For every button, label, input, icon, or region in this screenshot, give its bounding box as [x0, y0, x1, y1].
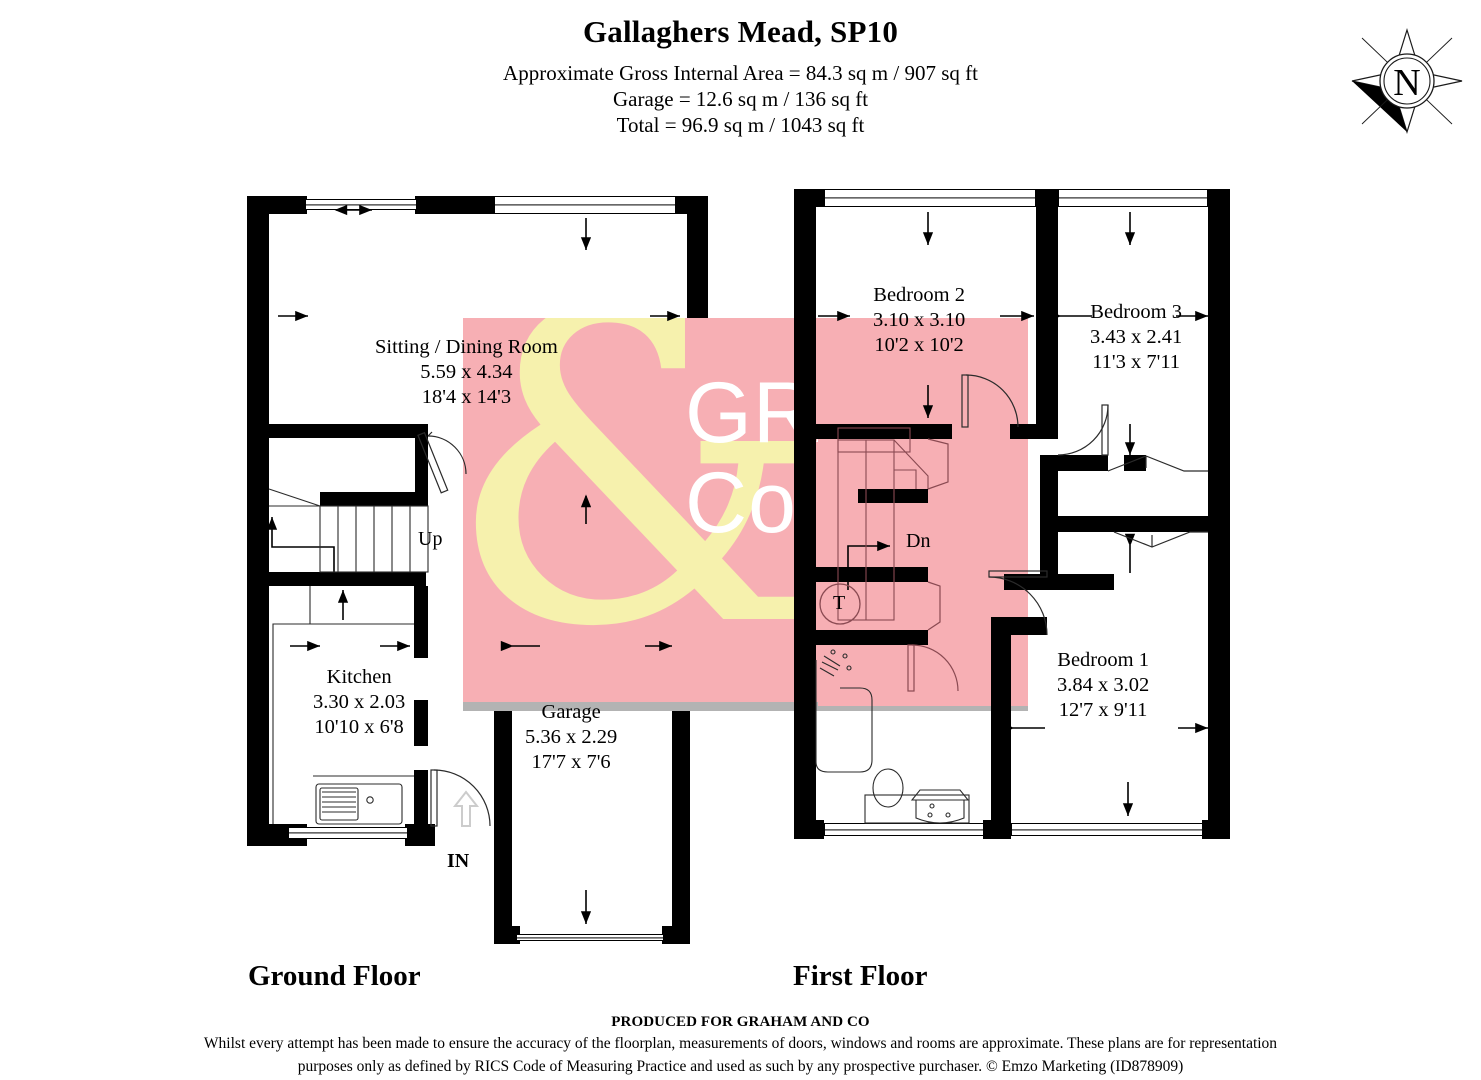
door-entrance — [430, 769, 491, 827]
watermark-line-2: Co — [685, 455, 797, 551]
area-summary: Approximate Gross Internal Area = 84.3 s… — [0, 60, 1481, 138]
window-ff-bed3 — [1058, 189, 1208, 207]
tank-label: T — [833, 592, 846, 614]
wall-ff-top-l — [794, 189, 824, 207]
room-name: Bedroom 2 — [873, 284, 965, 306]
area-line-garage: Garage = 12.6 sq m / 136 sq ft — [612, 87, 869, 111]
room-name: Kitchen — [326, 666, 392, 688]
wall-ff-bath-right — [991, 617, 1011, 823]
room-metric: 3.43 x 2.41 — [1090, 326, 1183, 348]
first-floor-caption: First Floor — [793, 960, 928, 992]
room-metric: 3.10 x 3.10 — [873, 309, 966, 331]
wardrobe-doors-lower — [1113, 531, 1208, 548]
page-title: Gallaghers Mead, SP10 — [582, 14, 899, 49]
wall-gf-hall-top — [258, 424, 426, 438]
wall-ff-bed3-nub — [1124, 455, 1146, 471]
compass-rose-icon: N — [1348, 26, 1466, 136]
wall-gf-top-mid — [415, 196, 495, 214]
footer-produced-for: PRODUCED FOR GRAHAM AND CO — [611, 1014, 870, 1030]
entrance-arrow-icon — [452, 790, 480, 827]
wall-ff-cupboard-b — [1004, 574, 1114, 590]
wall-ff-bed3-bot — [1058, 455, 1108, 471]
room-label-bedroom-3: Bedroom 3 3.43 x 2.41 11'3 x 7'11 — [1090, 300, 1182, 375]
stairs-down-label: Dn — [906, 530, 931, 552]
window-gf-sliding-door — [305, 199, 417, 210]
wall-ff-bottom-l — [794, 820, 824, 839]
wall-gf-kitchen-r1 — [414, 586, 428, 658]
window-gf-top-right — [494, 196, 676, 214]
watermark-shadow-bottom — [463, 702, 1028, 711]
room-label-kitchen: Kitchen 3.30 x 2.03 10'10 x 6'8 — [313, 665, 405, 740]
wall-gf-kitchen-nub — [414, 700, 428, 746]
window-ff-bed1 — [1011, 823, 1203, 836]
area-line-total: Total = 96.9 sq m / 1043 sq ft — [616, 113, 865, 137]
room-metric: 3.84 x 3.02 — [1057, 674, 1150, 696]
door-bed3 — [1057, 404, 1109, 456]
wall-ff-left — [794, 189, 816, 839]
entrance-label: IN — [447, 850, 470, 872]
wall-garage-bot-r — [662, 926, 690, 944]
footer: PRODUCED FOR GRAHAM AND CO Whilst every … — [0, 1014, 1481, 1077]
window-gf-kitchen — [288, 827, 408, 839]
room-metric: 5.36 x 2.29 — [525, 726, 618, 748]
wall-ff-bed2-bot2 — [1010, 424, 1058, 439]
wardrobe-doors-upper — [1107, 455, 1208, 472]
wall-ff-bottom-mid — [983, 820, 1011, 839]
wall-gf-hall-right — [414, 424, 428, 502]
room-metric: 3.30 x 2.03 — [313, 691, 406, 713]
watermark-ampersand: & — [463, 318, 828, 706]
wall-gf-left — [247, 196, 269, 836]
wall-gf-stair-head — [320, 492, 428, 506]
wall-garage-bot-l — [494, 926, 520, 944]
wall-ff-bottom-r — [1202, 820, 1230, 839]
wall-ff-cupboard-m — [1058, 516, 1218, 532]
room-name: Bedroom 3 — [1090, 301, 1182, 323]
window-garage-door — [516, 934, 664, 941]
room-name: Bedroom 1 — [1057, 649, 1149, 671]
room-label-bedroom-2: Bedroom 2 3.10 x 3.10 10'2 x 10'2 — [873, 283, 965, 358]
wall-ff-bed2-bot — [816, 424, 952, 439]
room-name: Garage — [541, 701, 601, 723]
footer-disclaimer-line-2: purposes only as defined by RICS Code of… — [297, 1058, 1184, 1075]
room-metric: 5.59 x 4.34 — [420, 361, 513, 383]
wall-ff-stair-mid — [858, 489, 928, 503]
window-ff-bath — [824, 823, 984, 836]
room-label-sitting-dining: Sitting / Dining Room 5.59 x 4.34 18'4 x… — [375, 335, 558, 410]
wall-gf-top-left — [247, 196, 307, 214]
room-label-garage: Garage 5.36 x 2.29 17'7 x 7'6 — [525, 700, 617, 775]
wall-gf-kitchen-top — [258, 572, 426, 586]
room-imperial: 18'4 x 14'3 — [421, 386, 512, 408]
ground-floor-caption: Ground Floor — [248, 960, 421, 992]
room-imperial: 12'7 x 9'11 — [1058, 699, 1148, 721]
wall-ff-bed1-top — [991, 617, 1047, 635]
room-imperial: 10'2 x 10'2 — [874, 334, 964, 356]
wall-ff-right — [1208, 189, 1230, 839]
room-imperial: 10'10 x 6'8 — [314, 716, 404, 738]
wall-ff-landing-r — [1040, 455, 1058, 590]
room-imperial: 17'7 x 7'6 — [531, 751, 611, 773]
window-ff-bed2 — [824, 189, 1036, 207]
wall-ff-airing-bot — [816, 630, 928, 645]
room-label-bedroom-1: Bedroom 1 3.84 x 3.02 12'7 x 9'11 — [1057, 648, 1149, 723]
stairs-up-label: Up — [418, 528, 443, 550]
room-imperial: 11'3 x 7'11 — [1092, 351, 1181, 373]
room-fill-hall — [269, 438, 415, 492]
wall-gf-kitchen-r2 — [414, 770, 428, 830]
footer-disclaimer-line-1: Whilst every attempt has been made to en… — [203, 1035, 1278, 1052]
wall-ff-airing-top — [816, 567, 928, 582]
room-name: Sitting / Dining Room — [375, 336, 558, 358]
compass-north-label: N — [1393, 62, 1420, 104]
wall-ff-bed2-bed3 — [1036, 189, 1058, 439]
area-line-gross: Approximate Gross Internal Area = 84.3 s… — [503, 61, 978, 85]
